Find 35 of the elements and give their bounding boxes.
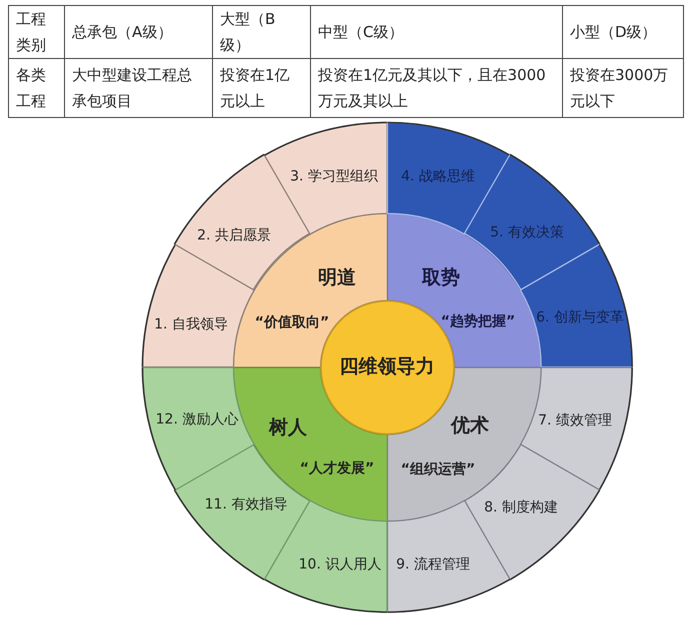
quadrant-subtitle: “组织运营” xyxy=(400,462,476,478)
segment-label: 7. 绩效管理 xyxy=(538,412,612,430)
quadrant-subtitle: “人才发展” xyxy=(300,460,374,478)
quadrant-title: 明道 xyxy=(318,266,356,290)
segment-label: 5. 有效决策 xyxy=(490,224,564,242)
table-text: 投资在1亿元以上 xyxy=(220,65,291,112)
segment-label: 4. 战略思维 xyxy=(401,168,475,186)
segment-label: 3. 学习型组织 xyxy=(290,168,378,186)
ring-segment xyxy=(518,243,634,368)
row-header: 各类工程 xyxy=(16,65,47,112)
center-label: 四维领导力 xyxy=(340,356,434,378)
column-header: 工程类别 xyxy=(16,9,47,56)
table-text: 投资在3000万元以下 xyxy=(570,65,670,112)
ring-segment xyxy=(140,366,256,491)
quadrant-subtitle: “趋势把握” xyxy=(440,314,516,330)
segment-label: 11. 有效指导 xyxy=(204,496,288,514)
column-header: 大型（B级） xyxy=(220,9,276,56)
segment-label: 2. 共启愿景 xyxy=(197,228,271,244)
table-text: 大中型建设工程总承包项目 xyxy=(72,65,193,112)
segment-label: 12. 激励人心 xyxy=(156,412,238,428)
segment-label: 8. 制度构建 xyxy=(484,500,558,516)
column-header: 总承包（A级） xyxy=(72,22,172,43)
column-header: 中型（C级） xyxy=(318,22,404,43)
ring-segment xyxy=(518,366,634,491)
segment-label: 10. 识人用人 xyxy=(298,556,382,574)
quadrant-subtitle: “价值取向” xyxy=(254,314,330,332)
ring-segment xyxy=(140,243,256,368)
column-header: 小型（D级） xyxy=(570,22,657,43)
quadrant-title: 取势 xyxy=(422,266,460,290)
table-text: 投资在1亿元及其以下，且在3000万元及其以上 xyxy=(318,65,547,112)
segment-label: 9. 流程管理 xyxy=(396,556,470,574)
segment-label: 1. 自我领导 xyxy=(154,316,228,334)
quadrant-title: 优术 xyxy=(451,414,489,438)
quadrant-title: 树人 xyxy=(269,416,307,440)
segment-label: 6. 创新与变革 xyxy=(536,310,624,326)
